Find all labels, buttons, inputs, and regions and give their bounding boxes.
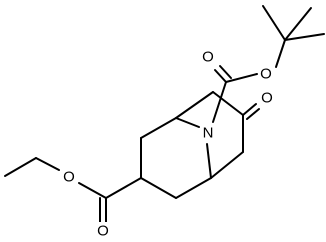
atom-label-o-ethyl-ester: O xyxy=(61,168,77,186)
ethyl-carbonyl-oxygen-label: O xyxy=(97,223,109,240)
bond-tbutyl-methyl-right xyxy=(284,33,325,41)
bond-c8-c5 xyxy=(210,151,244,179)
bond-n-c5 xyxy=(206,143,212,179)
bond-ketone-double-b xyxy=(246,108,260,120)
bond-o-tbutyl xyxy=(275,39,286,68)
bond-ketone-double-a xyxy=(242,103,257,116)
bond-boc-carbonyl-double-b xyxy=(219,65,232,79)
atom-label-o-ethyl-carbonyl: O xyxy=(95,222,111,240)
atom-label-o-ketone: O xyxy=(259,89,275,107)
bond-o-ch2 xyxy=(35,157,60,171)
bond-ester-carbon-o xyxy=(78,182,107,199)
boc-ester-oxygen-label: O xyxy=(260,66,272,83)
bond-ch2-ch3 xyxy=(4,157,37,177)
ketone-group xyxy=(242,103,260,120)
ethyl-ester-group xyxy=(4,157,142,223)
atom-label-o-boc-ester: O xyxy=(258,65,274,83)
bond-c6-c7 xyxy=(212,91,244,116)
nitrogen-label: N xyxy=(203,125,214,142)
bond-n-boc-carbon xyxy=(212,81,227,123)
bond-tbutyl-methyl-top xyxy=(262,5,286,41)
ethyl-ester-oxygen-label: O xyxy=(63,169,75,186)
bond-c3-c4 xyxy=(140,177,177,199)
bond-boc-carbonyl-double-a xyxy=(214,69,227,83)
atom-label-o-boc-carbonyl: O xyxy=(200,48,216,66)
bond-tbutyl-methyl-upper-right xyxy=(284,7,312,41)
bond-c3-ester-carbon xyxy=(105,177,142,199)
bond-c1-c2 xyxy=(140,117,177,139)
bond-c1-n xyxy=(175,117,200,128)
boc-carbonyl-oxygen-label: O xyxy=(202,49,214,66)
bond-boc-carbon-o xyxy=(225,73,258,83)
boc-group xyxy=(212,5,325,123)
ring-bonds xyxy=(140,91,244,199)
bond-c1-c6 xyxy=(175,91,214,119)
atom-label-n: N xyxy=(200,124,216,142)
bond-c4-c5 xyxy=(175,177,212,199)
ketone-oxygen-label: O xyxy=(261,90,273,107)
